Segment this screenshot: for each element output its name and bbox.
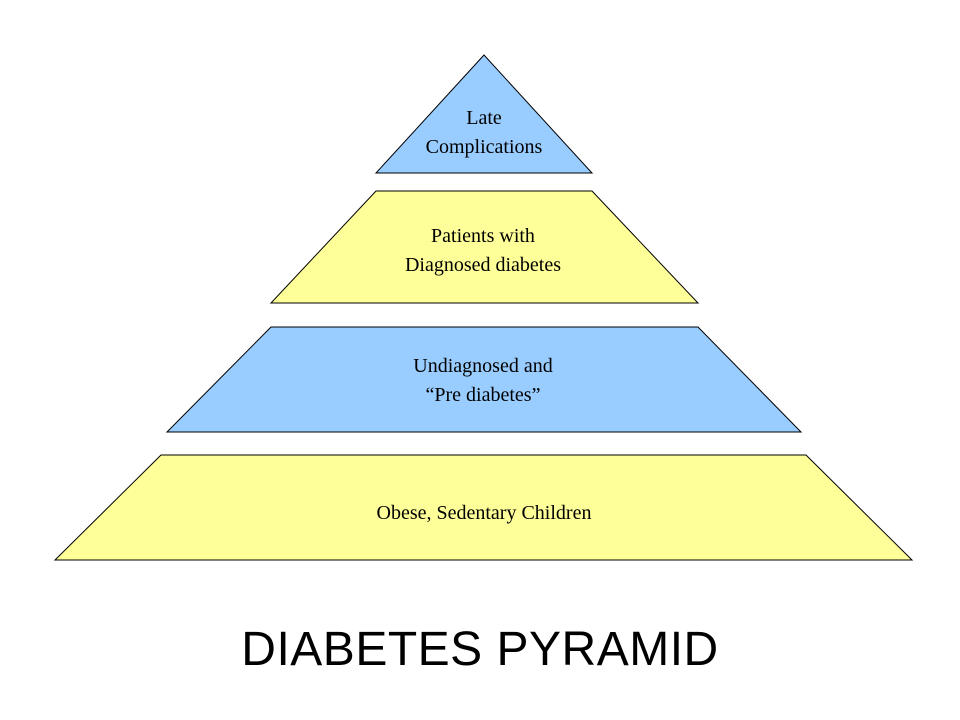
pyramid-tier-diagnosed-diabetes: Patients with Diagnosed diabetes bbox=[269, 190, 700, 304]
tier-shape-obese-sedentary-children bbox=[53, 454, 914, 561]
tier-shape-diagnosed-diabetes bbox=[269, 190, 700, 304]
pyramid-tier-late-complications: Late Complications bbox=[374, 54, 594, 174]
tier-label-late-complications-line-2: Complications bbox=[426, 136, 543, 158]
tier-label-obese-sedentary-children: Obese, Sedentary Children bbox=[377, 502, 592, 524]
pyramid-tier-obese-sedentary-children: Obese, Sedentary Children bbox=[53, 454, 914, 561]
tier-label-undiagnosed-line-2: “Pre diabetes” bbox=[426, 384, 541, 406]
diabetes-pyramid-diagram: Late Complications Patients with Diagnos… bbox=[53, 54, 914, 561]
tier-label-diagnosed-diabetes-line-1: Patients with bbox=[431, 225, 535, 247]
pyramid-tier-undiagnosed-prediabetes: Undiagnosed and “Pre diabetes” bbox=[165, 326, 803, 433]
tier-label-undiagnosed-line-1: Undiagnosed and bbox=[413, 355, 552, 377]
tier-shape-undiagnosed-prediabetes bbox=[165, 326, 803, 433]
page-title: DIABETES PYRAMID bbox=[241, 623, 719, 676]
tier-label-diagnosed-diabetes-line-2: Diagnosed diabetes bbox=[405, 254, 561, 276]
tier-label-late-complications-line-1: Late bbox=[466, 107, 502, 129]
tier-shape-late-complications bbox=[374, 54, 594, 174]
